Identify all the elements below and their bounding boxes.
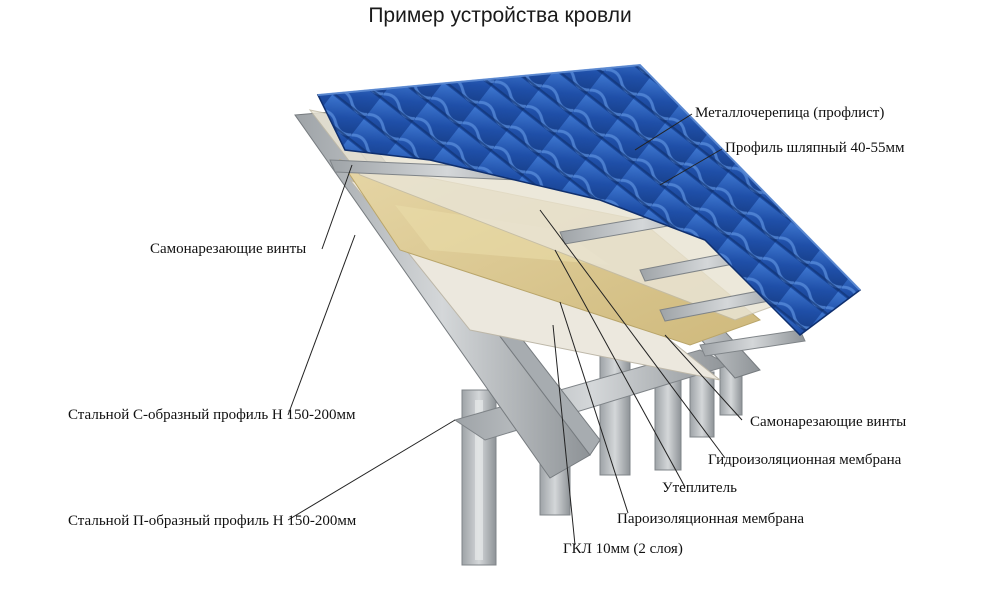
leader-gkl xyxy=(552,324,576,546)
leader-metal-tile xyxy=(634,113,693,151)
label-hat-profile: Профиль шляпный 40-55мм xyxy=(725,140,905,156)
leader-u-profile xyxy=(287,419,456,521)
label-vapor-membrane: Пароизоляционная мембрана xyxy=(617,511,805,527)
leader-waterproof xyxy=(539,209,726,459)
label-insulation: Утеплитель xyxy=(662,480,737,496)
label-gkl: ГКЛ 10мм (2 слоя) xyxy=(563,541,683,557)
leader-c-profile xyxy=(287,234,356,416)
label-screws-right: Самонарезающие винты xyxy=(750,414,907,430)
label-metal-tile: Металлочерепица (профлист) xyxy=(695,105,885,121)
leader-hat-profile xyxy=(659,148,723,186)
label-screws-left: Самонарезающие винты xyxy=(150,241,307,257)
leader-lines xyxy=(287,113,743,546)
leader-vapor xyxy=(559,301,629,514)
label-u-profile: Стальной П-образный профиль Н 150-200мм xyxy=(68,513,357,529)
leader-insulation xyxy=(554,249,686,488)
leader-screws-left xyxy=(321,164,353,250)
leader-screws-right xyxy=(664,334,743,421)
diagram-title: Пример устройства кровли xyxy=(368,4,632,27)
label-waterproof-membrane: Гидроизоляционная мембрана xyxy=(708,452,902,468)
label-c-profile: Стальной С-образный профиль Н 150-200мм xyxy=(68,407,356,423)
